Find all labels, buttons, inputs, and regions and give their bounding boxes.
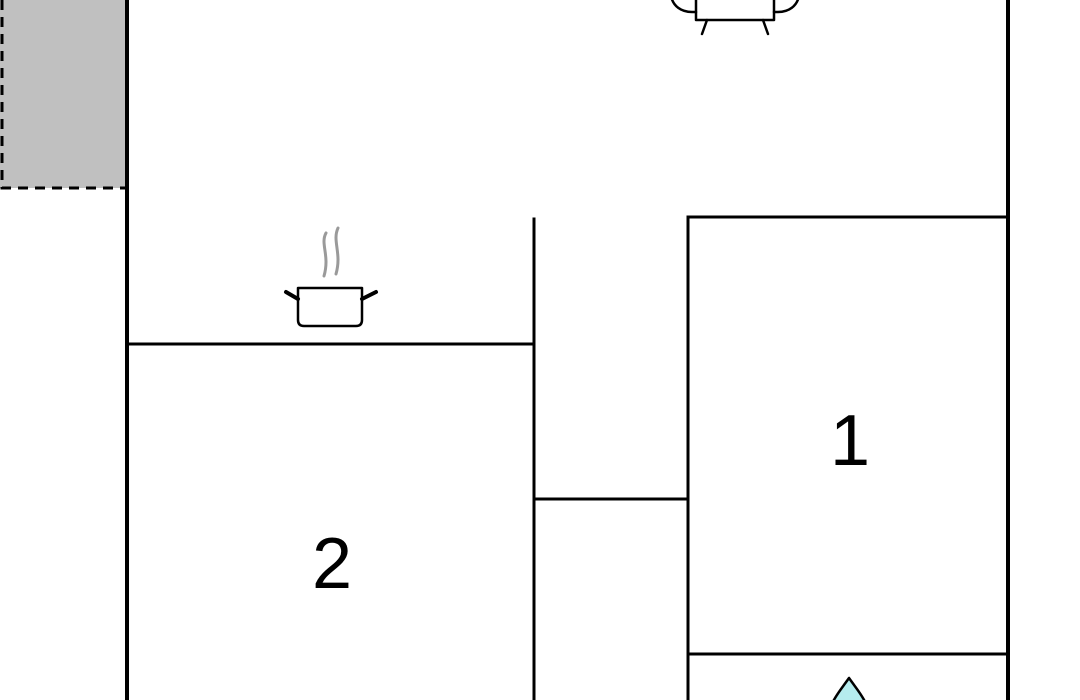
armchair-icon xyxy=(670,0,800,36)
water-drop-icon xyxy=(832,676,866,700)
room-1-label: 1 xyxy=(830,401,870,481)
room-2-label: 2 xyxy=(312,524,352,604)
cooking-pot-icon xyxy=(284,226,378,328)
outdoor-area-dashed-border xyxy=(0,0,127,190)
outdoor-area xyxy=(0,0,127,188)
